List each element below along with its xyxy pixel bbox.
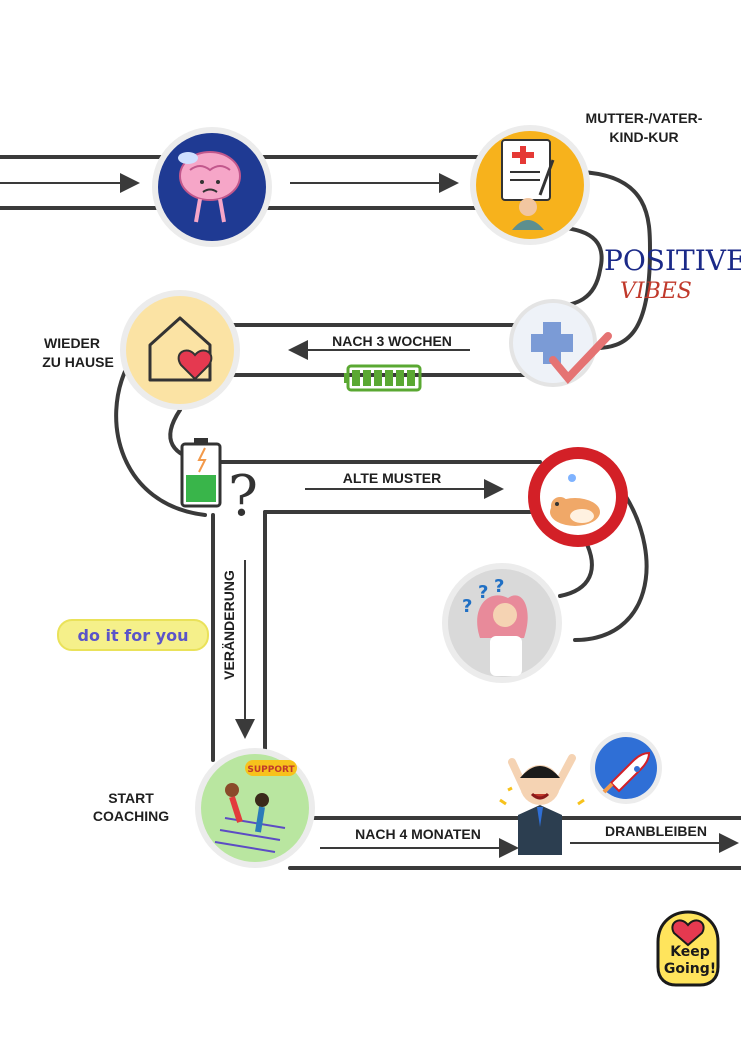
house-heart-icon <box>148 316 213 382</box>
hamster-icon <box>550 474 600 526</box>
kur-label-line2: KIND-KUR <box>609 129 678 145</box>
home-label-line1: WIEDER <box>44 335 100 351</box>
svg-text:Keep: Keep <box>670 944 710 960</box>
positive-vibes-sticker: POSITIVE VIBES <box>604 244 741 304</box>
keep-going-sticker: Keep Going! <box>656 910 720 987</box>
home-label-line2: ZU HAUSE <box>42 354 114 370</box>
brain-node <box>152 127 272 247</box>
coaching-label-line2: COACHING <box>93 808 169 824</box>
svg-text:VIBES: VIBES <box>620 279 692 304</box>
confused-person-icon: ? ? ? <box>462 576 528 676</box>
road-arrows <box>0 173 739 858</box>
svg-text:do it for you: do it for you <box>78 626 189 645</box>
support-people-icon <box>214 760 297 853</box>
medical-cross-icon <box>531 322 573 364</box>
rocket-node <box>590 732 662 804</box>
hamster-wheel-node <box>528 447 628 547</box>
label-after-3-weeks: NACH 3 WOCHEN <box>332 333 452 349</box>
do-it-for-you-sticker: do it for you <box>57 619 209 651</box>
svg-text:?: ? <box>494 576 504 597</box>
check-icon <box>549 332 612 385</box>
question-mark-icon: ? <box>228 464 258 529</box>
coaching-node <box>195 748 315 868</box>
svg-text:?: ? <box>478 582 488 603</box>
sad-brain-icon <box>178 151 241 223</box>
label-old-patterns: ALTE MUSTER <box>343 470 442 486</box>
rocket-icon <box>602 751 651 794</box>
label-after-4-months: NACH 4 MONATEN <box>355 826 481 842</box>
label-keep-at-it: DRANBLEIBEN <box>605 823 707 839</box>
svg-text:Going!: Going! <box>664 961 716 977</box>
kur-label-line1: MUTTER-/VATER- <box>586 110 703 126</box>
heart-icon <box>671 919 705 947</box>
medical-check-node <box>509 299 612 387</box>
kur-node <box>470 125 590 245</box>
thinking-person-node: ? ? ? <box>442 563 562 683</box>
coaching-label-line1: START <box>108 790 154 806</box>
support-tag: SUPPORT <box>247 765 295 775</box>
celebrating-person-icon <box>499 754 585 855</box>
home-node <box>120 290 240 410</box>
svg-text:POSITIVE: POSITIVE <box>604 244 741 277</box>
svg-text:?: ? <box>462 596 472 617</box>
low-battery-icon <box>180 438 222 508</box>
medical-document-icon <box>501 139 555 230</box>
full-battery-icon <box>344 364 422 392</box>
label-change: VERÄNDERUNG <box>221 570 237 680</box>
